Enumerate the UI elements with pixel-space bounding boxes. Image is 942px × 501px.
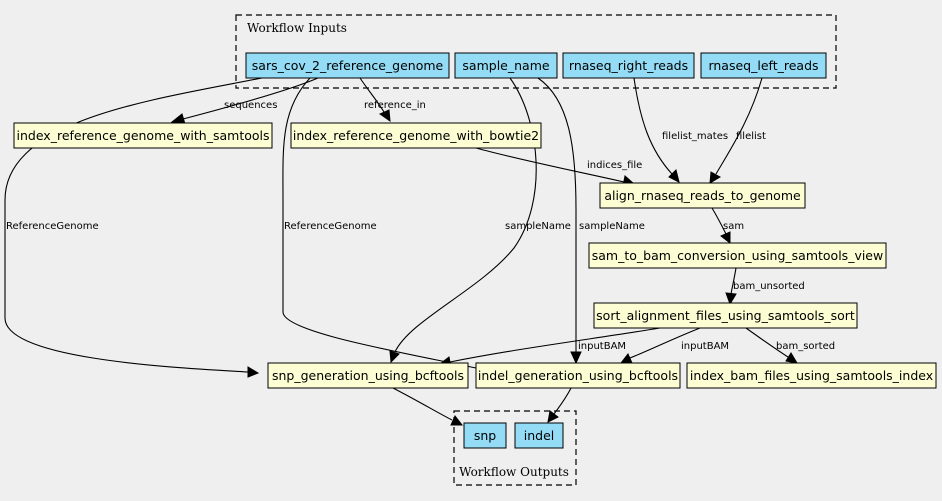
edge-sample-to-snp: sampleName [389,77,571,364]
edge-label-bam-sorted: bam_sorted [776,341,835,352]
edge-snp-gen-to-snp [392,387,464,426]
edge-ref-to-idx-bowtie2: reference_in [359,77,426,123]
node-label: align_rnaseq_reads_to_genome [604,188,801,203]
edge-indel-gen-to-indel [547,387,572,423]
node-label: sam_to_bam_conversion_using_samtools_vie… [592,248,883,263]
workflow-inputs-label: Workflow Inputs [247,21,347,35]
node-indel-generation-using-bcftools[interactable]: indel_generation_using_bcftools [475,362,681,389]
node-label: sample_name [462,58,549,73]
node-sample-name[interactable]: sample_name [454,52,558,79]
node-label: indel_generation_using_bcftools [478,368,678,383]
edge-align-to-sam2bam: sam [711,207,744,245]
node-label: index_reference_genome_with_bowtie2 [293,128,539,143]
node-label: snp_generation_using_bcftools [272,368,464,383]
workflow-outputs-label: Workflow Outputs [459,465,569,479]
edge-label-input-bam-1: inputBAM [578,341,626,352]
node-sars-cov-2-reference-genome[interactable]: sars_cov_2_reference_genome [245,52,450,79]
edge-label-reference-genome-2: ReferenceGenome [284,221,377,232]
edge-label-indices-file: indices_file [587,160,642,171]
node-label: index_bam_files_using_samtools_index [690,368,933,383]
node-sam-to-bam-conversion[interactable]: sam_to_bam_conversion_using_samtools_vie… [588,242,887,269]
edge-label-filelist: filelist [736,131,766,142]
edge-left-reads-to-align: filelist [709,77,766,184]
node-label: sars_cov_2_reference_genome [252,58,444,73]
edge-sample-to-indel: sampleName [537,77,645,365]
node-rnaseq-left-reads[interactable]: rnaseq_left_reads [700,52,827,79]
edge-label-reference-in: reference_in [364,100,426,111]
edge-label-sample-name-2: sampleName [579,221,645,232]
edge-ref-to-indel: ReferenceGenome [282,77,488,374]
node-index-reference-genome-with-bowtie2[interactable]: index_reference_genome_with_bowtie2 [290,122,542,149]
node-label: snp [474,428,496,443]
node-label: sort_alignment_files_using_samtools_sort [596,308,855,323]
workflow-outputs-cluster: Workflow Outputs [453,410,577,486]
node-snp-generation-using-bcftools[interactable]: snp_generation_using_bcftools [267,362,469,389]
edge-sort-to-index: bam_sorted [745,327,835,364]
edge-label-sample-name-1: sampleName [505,221,571,232]
edge-label-input-bam-2: inputBAM [681,341,729,352]
node-index-bam-files-using-samtools-index[interactable]: index_bam_files_using_samtools_index [686,362,937,389]
edge-bowtie2-to-align: indices_file [475,147,642,187]
edge-sam2bam-to-sort: bam_unsorted [725,267,805,306]
node-rnaseq-right-reads[interactable]: rnaseq_right_reads [562,52,695,79]
edge-ref-to-snp: ReferenceGenome [4,77,263,378]
node-label: rnaseq_right_reads [569,58,688,73]
edge-label-bam-unsorted: bam_unsorted [733,281,805,292]
workflow-inputs-border [235,14,837,89]
edge-sort-to-indel: inputBAM [619,327,729,364]
edge-ref-to-idx-samtools: sequences [170,77,319,125]
node-label: rnaseq_left_reads [708,58,818,73]
node-output-snp[interactable]: snp [463,422,507,449]
node-index-reference-genome-with-samtools[interactable]: index_reference_genome_with_samtools [13,122,273,149]
edge-label-sequences: sequences [224,100,277,111]
workflow-outputs-border [453,410,577,486]
node-align-rnaseq-reads-to-genome[interactable]: align_rnaseq_reads_to_genome [599,182,806,209]
edge-label-sam: sam [723,221,744,232]
edge-label-reference-genome-1: ReferenceGenome [6,221,99,232]
edge-right-reads-to-align: filelist_mates [633,77,728,183]
node-label: index_reference_genome_with_samtools [17,128,270,143]
node-sort-alignment-files[interactable]: sort_alignment_files_using_samtools_sort [593,302,858,329]
node-output-indel[interactable]: indel [514,422,564,449]
edge-label-filelist-mates: filelist_mates [662,131,728,142]
node-label: indel [524,428,555,443]
workflow-inputs-cluster: Workflow Inputs [235,14,837,89]
